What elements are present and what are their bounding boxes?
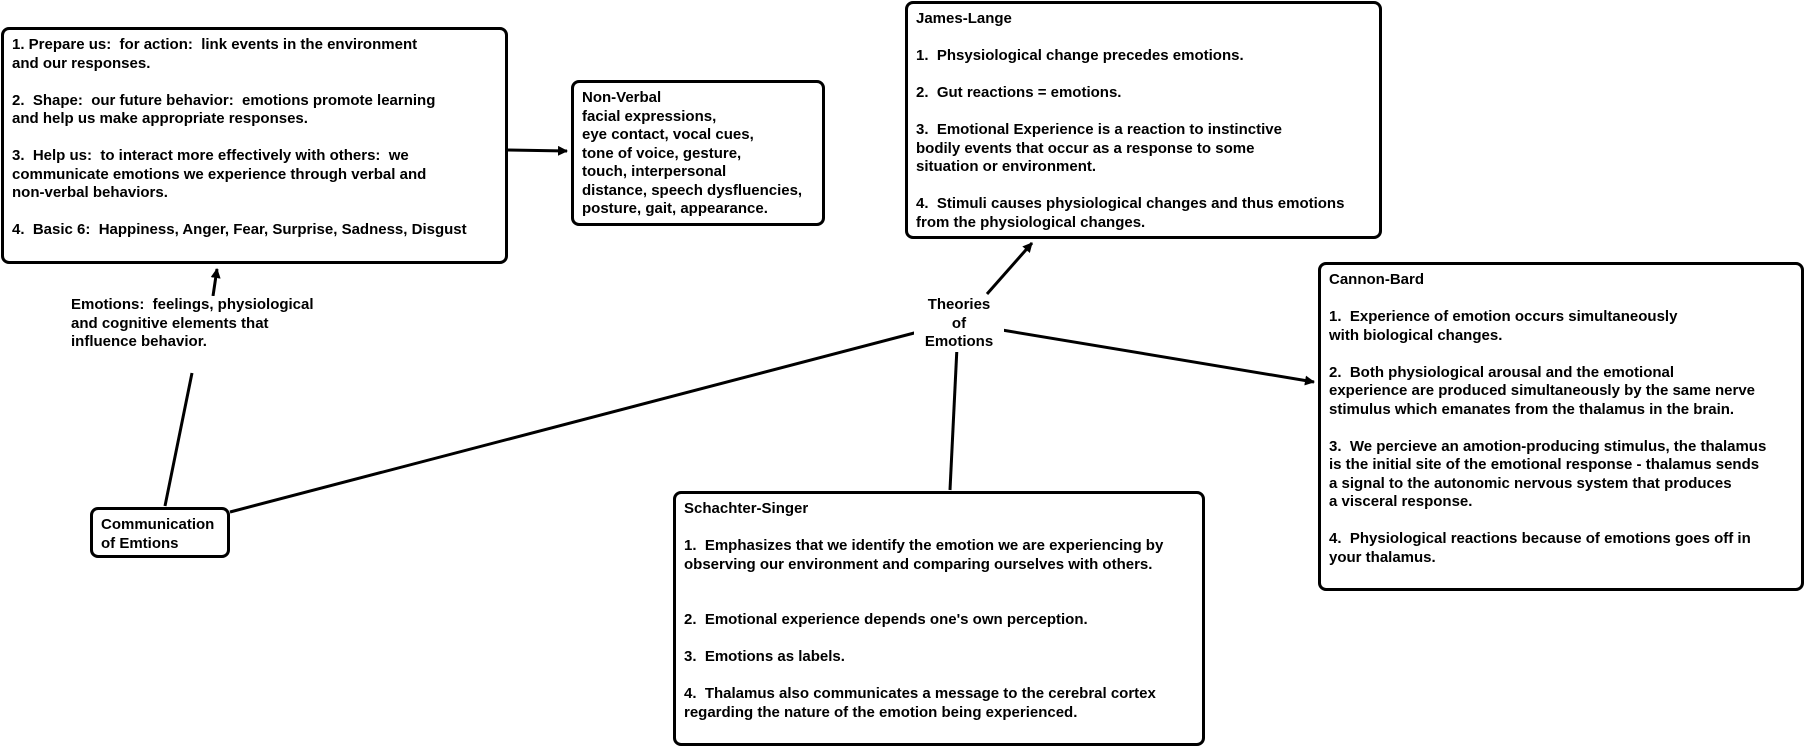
text-line: 4. Thalamus also communicates a message … — [684, 685, 1156, 702]
text-line: Communication — [101, 516, 215, 533]
text-line: 2. Shape: our future behavior: emotions … — [12, 91, 436, 109]
text-line: of — [951, 314, 967, 332]
text-line: 4. Physiological reactions because of em… — [1329, 530, 1751, 547]
schachter-singer-box: Schachter-Singer 1. Emphasizes that we id… — [673, 491, 1205, 746]
connector-theories-schachtersinger — [948, 346, 959, 491]
text-line: 1. Phsysiological change precedes emotio… — [916, 47, 1244, 64]
text-line: tone of voice, gesture, — [582, 144, 742, 162]
text-line: and our responses. — [12, 54, 151, 72]
text-line: James-Lange — [916, 10, 1012, 27]
text-line — [684, 630, 1194, 649]
text-line: from the physiological changes. — [916, 213, 1146, 231]
text-line — [684, 574, 1194, 593]
text-line — [12, 129, 497, 148]
text-line: 1. Prepare us: for action: link events i… — [12, 36, 418, 53]
text-line — [916, 66, 1371, 85]
text-line: situation or environment. — [916, 158, 1097, 175]
text-line: stimulus which emanates from the thalamu… — [1329, 400, 1735, 418]
text-line: a signal to the autonomic nervous system… — [1329, 474, 1732, 492]
text-line — [1329, 419, 1793, 438]
connector-communication-theories — [229, 330, 919, 514]
text-line: bodily events that occur as a response t… — [916, 139, 1255, 157]
text-line: 2. Gut reactions = emotions. — [916, 84, 1122, 101]
text-line — [916, 177, 1371, 196]
text-line: is the initial site of the emotional res… — [1329, 456, 1760, 473]
text-line — [684, 667, 1194, 686]
text-line: Emotions: feelings, physiological — [71, 296, 314, 313]
text-line — [12, 203, 497, 222]
text-line — [1329, 290, 1793, 309]
text-line: 2. Emotional experience depends one's ow… — [684, 611, 1088, 628]
text-line: experience are produced simultaneously b… — [1329, 382, 1756, 399]
text-line: 3. Emotions as labels. — [684, 648, 845, 665]
text-line: communicate emotions we experience throu… — [12, 165, 427, 183]
text-line: 1. Experience of emotion occurs simultan… — [1329, 308, 1678, 325]
text-line: 3. We percieve an amotion-producing stim… — [1329, 437, 1767, 455]
emotion-functions-box: 1. Prepare us: for action: link events i… — [1, 27, 508, 264]
text-line — [916, 29, 1371, 48]
connector-communication-definition — [163, 372, 194, 507]
arrow-theories-jameslange — [985, 242, 1034, 295]
text-line: eye contact, vocal cues, — [582, 126, 754, 143]
text-line: with biological changes. — [1329, 326, 1503, 344]
text-line: and cognitive elements that — [71, 314, 269, 332]
text-line — [684, 519, 1194, 538]
arrow-theories-cannonbard — [1001, 328, 1315, 386]
text-line: influence behavior. — [71, 333, 207, 350]
text-line: posture, gait, appearance. — [582, 200, 768, 217]
text-line: Cannon-Bard — [1329, 271, 1424, 288]
text-line: 3. Help us: to interact more effectively… — [12, 147, 409, 164]
text-line: regarding the nature of the emotion bein… — [684, 703, 1078, 721]
text-line: Schachter-Singer — [684, 500, 809, 517]
text-line: observing our environment and comparing … — [684, 555, 1153, 573]
text-line — [1329, 345, 1793, 364]
text-line: 1. Emphasizes that we identify the emoti… — [684, 537, 1164, 554]
text-line: your thalamus. — [1329, 548, 1436, 566]
text-line: 4. Basic 6: Happiness, Anger, Fear, Surp… — [12, 221, 467, 238]
text-line: Emotions — [924, 333, 994, 350]
james-lange-box: James-Lange 1. Phsysiological change prec… — [905, 1, 1382, 239]
text-line: and help us make appropriate responses. — [12, 110, 308, 127]
arrow-functions-nonverbal — [507, 145, 568, 156]
text-line: 2. Both physiological arousal and the em… — [1329, 363, 1675, 381]
text-line: Non-Verbal — [582, 89, 662, 106]
text-line: distance, speech dysfluencies, — [582, 181, 803, 199]
text-line: of Emtions — [101, 534, 179, 552]
text-line — [684, 593, 1194, 612]
text-line: 4. Stimuli causes physiological changes … — [916, 195, 1345, 212]
arrow-definition-functions — [210, 268, 221, 297]
text-line — [12, 73, 497, 92]
text-line: facial expressions, — [582, 107, 717, 125]
text-line: touch, interpersonal — [582, 163, 727, 180]
text-line: a visceral response. — [1329, 493, 1473, 510]
text-line — [1329, 512, 1793, 531]
text-line — [916, 103, 1371, 122]
text-line: non-verbal behaviors. — [12, 184, 168, 201]
cannon-bard-box: Cannon-Bard 1. Experience of emotion occu… — [1318, 262, 1804, 591]
text-line: 3. Emotional Experience is a reaction to… — [916, 121, 1282, 138]
text-line: Theories — [927, 296, 991, 313]
